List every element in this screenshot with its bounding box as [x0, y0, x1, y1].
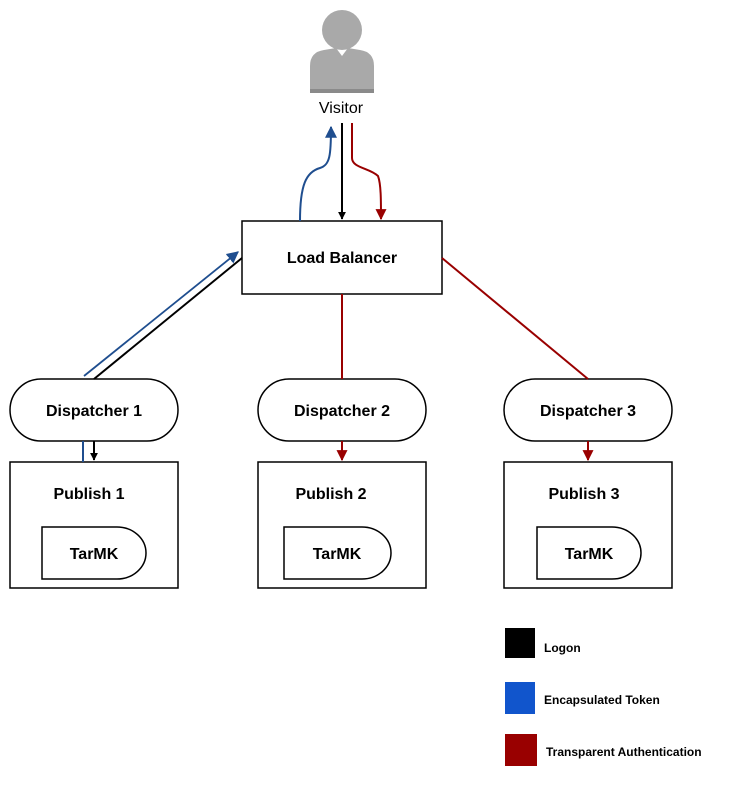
token-arrow-to-visitor: [299, 125, 337, 222]
transparent-line-lb-to-dispatcher-3: [441, 257, 589, 380]
tarmk-2-node[interactable]: [283, 526, 392, 580]
user-icon: [310, 10, 374, 93]
legend-label-logon: Logon: [544, 641, 581, 655]
legend-label-transparent: Transparent Authentication: [546, 745, 702, 759]
legend: Logon Encapsulated Token Transparent Aut…: [505, 628, 702, 766]
tarmk-1-label: TarMK: [70, 546, 119, 563]
legend-swatch-token: [505, 682, 535, 714]
tarmk-2-label: TarMK: [313, 546, 362, 563]
legend-swatch-logon: [505, 628, 535, 658]
publish-2-label: Publish 2: [295, 486, 366, 503]
transparent-arrow-to-lb: [351, 123, 387, 221]
dispatcher-3-label: Dispatcher 3: [540, 403, 636, 420]
tarmk-1-node[interactable]: [41, 526, 147, 580]
legend-label-token: Encapsulated Token: [544, 693, 660, 707]
tarmk-3-label: TarMK: [565, 546, 614, 563]
publish-3-label: Publish 3: [548, 486, 619, 503]
load-balancer-box[interactable]: [241, 220, 443, 295]
legend-swatch-transparent: [505, 734, 537, 766]
tarmk-3-node[interactable]: [536, 526, 642, 580]
load-balancer-label: Load Balancer: [287, 250, 397, 267]
dispatcher-1-label: Dispatcher 1: [46, 403, 142, 420]
logon-line-lb-to-dispatcher-1: [93, 257, 243, 380]
dispatcher-2-label: Dispatcher 2: [294, 403, 390, 420]
visitor-label: Visitor: [319, 100, 364, 117]
token-arrow-to-lb: [83, 251, 239, 377]
publish-1-label: Publish 1: [53, 486, 124, 503]
